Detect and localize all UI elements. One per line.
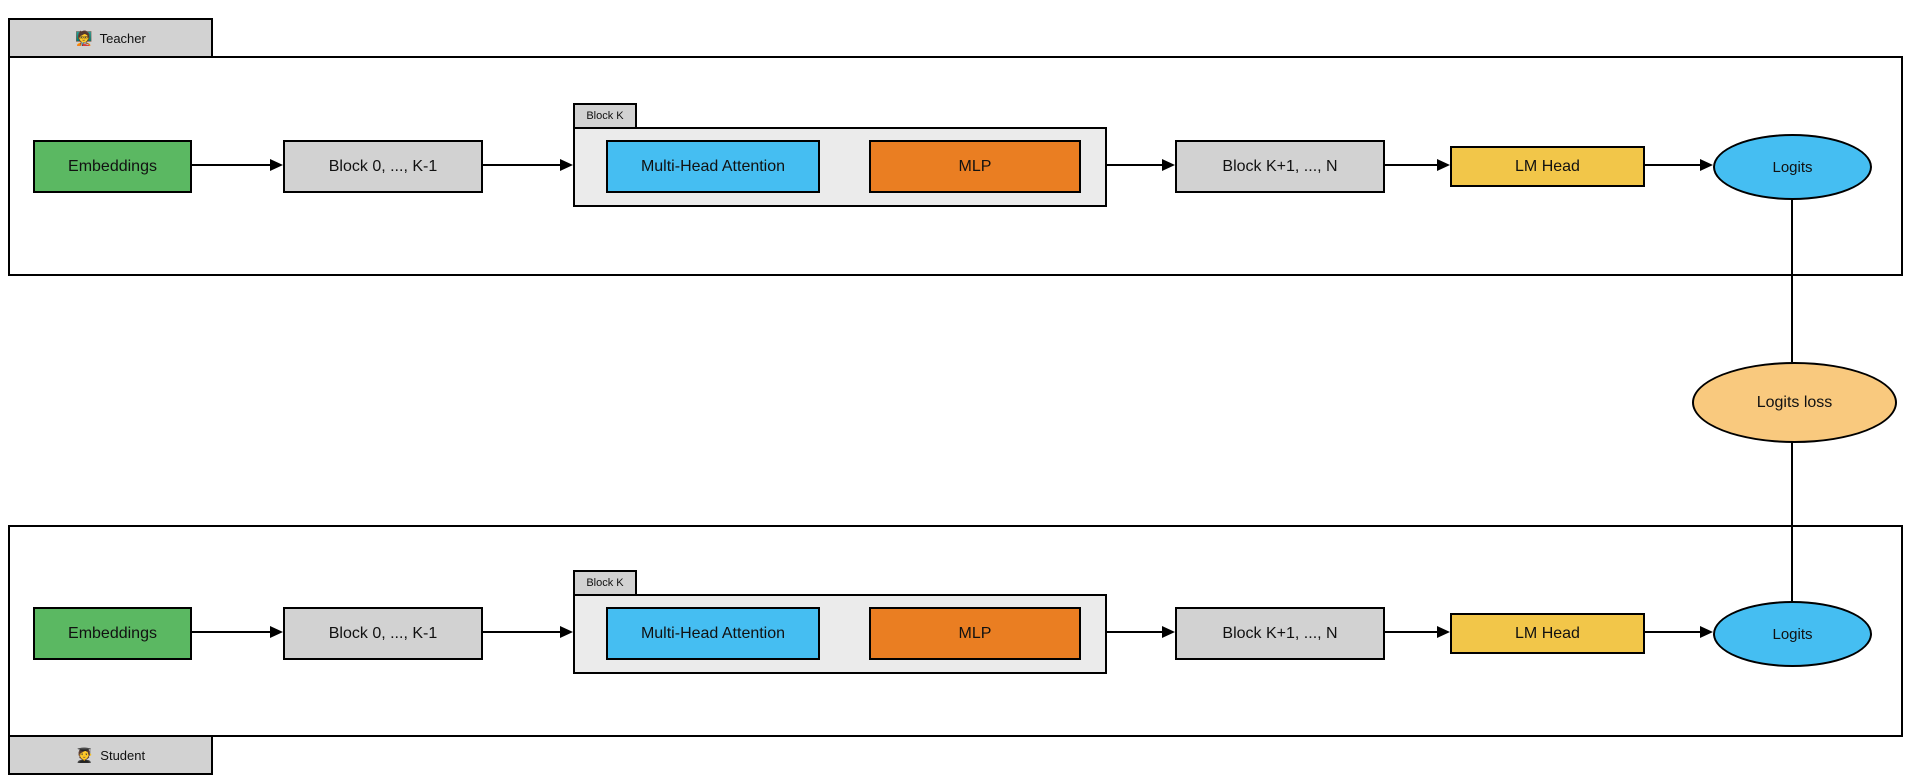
student-multi-head-attention-node: Multi-Head Attention	[606, 607, 820, 660]
arrow-blocks-to-blockk	[483, 626, 573, 638]
teacher-tab-label: Teacher	[99, 30, 146, 46]
teacher-emoji-icon: 🧑‍🏫	[75, 30, 93, 46]
arrow-blockk-to-blocks-after	[1107, 159, 1175, 171]
arrow-embeddings-to-blocks	[192, 626, 283, 638]
student-blocks-before-node: Block 0, ..., K-1	[283, 607, 483, 660]
teacher-tab: 🧑‍🏫 Teacher	[8, 18, 213, 58]
student-blocks-after-node: Block K+1, ..., N	[1175, 607, 1385, 660]
arrow-blocks-to-blockk	[483, 159, 573, 171]
teacher-mlp-node: MLP	[869, 140, 1081, 193]
arrow-blocks-to-lmhead	[1385, 159, 1450, 171]
teacher-multi-head-attention-node: Multi-Head Attention	[606, 140, 820, 193]
teacher-lm-head-node: LM Head	[1450, 146, 1645, 187]
teacher-blocks-after-node: Block K+1, ..., N	[1175, 140, 1385, 193]
student-lm-head-node: LM Head	[1450, 613, 1645, 654]
student-emoji-icon: 🧑‍🎓	[75, 747, 94, 763]
arrow-lmhead-to-logits	[1645, 159, 1713, 171]
student-mlp-node: MLP	[869, 607, 1081, 660]
arrow-lmhead-to-logits	[1645, 626, 1713, 638]
connector-loss-to-student-logits	[1791, 442, 1793, 602]
student-block-k-tab: Block K	[573, 570, 637, 596]
student-embeddings-node: Embeddings	[33, 607, 192, 660]
teacher-pipeline: Embeddings Block 0, ..., K-1 Block K Mul…	[0, 0, 1912, 280]
teacher-embeddings-node: Embeddings	[33, 140, 192, 193]
teacher-blocks-before-node: Block 0, ..., K-1	[283, 140, 483, 193]
student-tab: 🧑‍🎓 Student	[8, 735, 213, 775]
arrow-blocks-to-lmhead	[1385, 626, 1450, 638]
student-logits-node: Logits	[1713, 601, 1872, 667]
teacher-block-k-tab: Block K	[573, 103, 637, 129]
student-tab-label: Student	[100, 747, 146, 763]
student-pipeline: Embeddings Block 0, ..., K-1 Block K Mul…	[0, 467, 1912, 747]
arrow-blockk-to-blocks-after	[1107, 626, 1175, 638]
logits-loss-node: Logits loss	[1692, 362, 1897, 443]
connector-teacher-logits-to-loss	[1791, 200, 1793, 362]
teacher-logits-node: Logits	[1713, 134, 1872, 200]
arrow-embeddings-to-blocks	[192, 159, 283, 171]
